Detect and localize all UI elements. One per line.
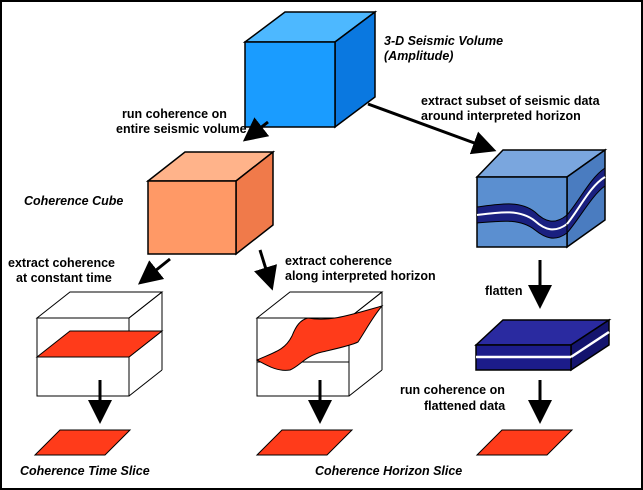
flatten-label: flatten [485, 284, 523, 298]
horizon-line-front [476, 211, 568, 231]
run-flat-label-1: run coherence on [400, 383, 505, 397]
time-slice-plane [35, 330, 164, 358]
flattened-slice-result [475, 429, 574, 456]
coherence-cube [145, 150, 276, 256]
arrow-to-coherence-cube [242, 117, 270, 142]
horizon-slice-result [255, 429, 354, 456]
time-slice-caption: Coherence Time Slice [20, 464, 150, 478]
run-flat-label-2: flattened data [424, 399, 506, 413]
extract-horizon-label-2: along interpreted horizon [285, 269, 436, 283]
seismic-volume-cube [242, 10, 378, 129]
horizon-slice-caption: Coherence Horizon Slice [315, 464, 462, 478]
horizon-surface [255, 305, 384, 371]
run-coherence-label-1: run coherence on [122, 107, 227, 121]
run-coherence-label-2: entire seismic volume [116, 122, 247, 136]
coherence-cube-label: Coherence Cube [24, 194, 123, 208]
arrow-to-horizon-box [254, 249, 277, 291]
arrow-to-subset [367, 102, 497, 155]
extract-subset-label-2: around interpreted horizon [421, 109, 581, 123]
seismic-volume-title: 3-D Seismic Volume [384, 34, 503, 48]
arrow-to-time-slice-box [137, 257, 171, 285]
extract-horizon-label-1: extract coherence [285, 254, 392, 268]
extract-const-time-label-2: at constant time [16, 271, 112, 285]
time-slice-result [33, 429, 132, 456]
extract-const-time-label-1: extract coherence [8, 256, 115, 270]
flattened-volume [474, 318, 612, 372]
seismic-volume-subtitle: (Amplitude) [384, 49, 453, 63]
horizon-line-side [566, 176, 606, 225]
extract-subset-label-1: extract subset of seismic data [421, 94, 601, 108]
